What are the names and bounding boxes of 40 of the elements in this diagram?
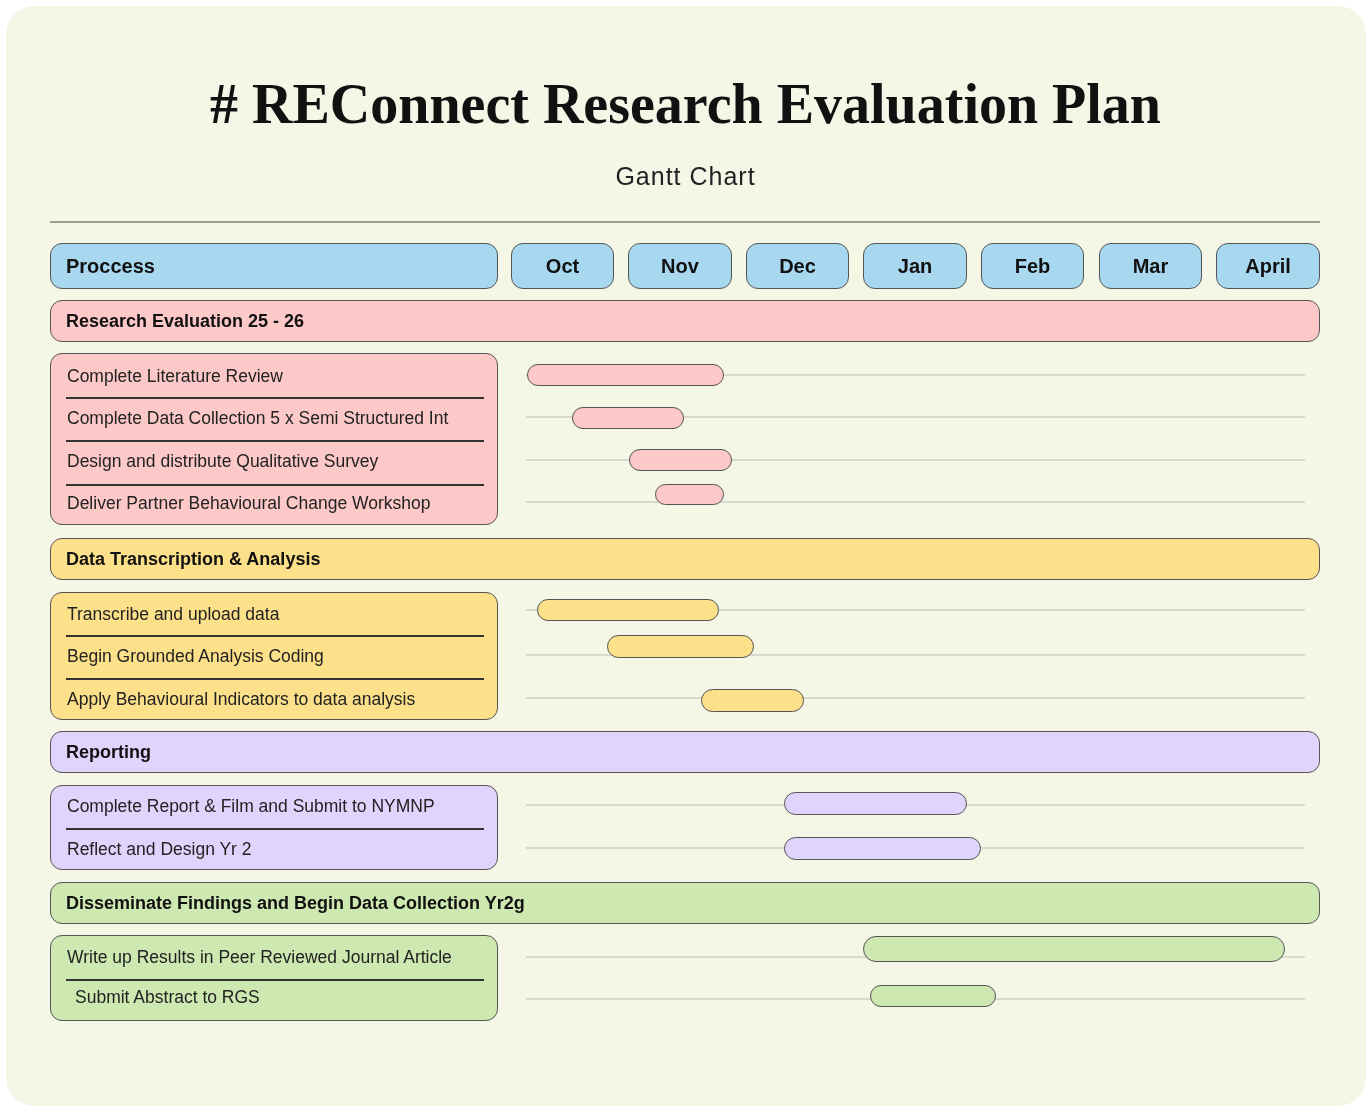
gantt-bar [629, 449, 732, 471]
task-label: Write up Results in Peer Reviewed Journal Article [67, 942, 452, 972]
section-header: Reporting [50, 731, 1320, 773]
gantt-bar [655, 484, 724, 505]
task-panel [50, 353, 498, 525]
gantt-bar [701, 689, 804, 712]
section-header: Disseminate Findings and Begin Data Collection Yr2g [50, 882, 1320, 924]
task-label: Transcribe and upload data [67, 599, 280, 629]
task-label: Reflect and Design Yr 2 [67, 834, 252, 864]
task-label: Apply Behavioural Indicators to data analysis [67, 684, 416, 714]
gantt-bar [607, 635, 754, 658]
gantt-bar [863, 936, 1285, 962]
task-panel [50, 785, 498, 870]
task-label: Submit Abstract to RGS [75, 982, 260, 1012]
column-header: Mar [1099, 243, 1202, 289]
column-header: Dec [746, 243, 849, 289]
task-label: Design and distribute Qualitative Survey [67, 446, 379, 476]
section-header: Research Evaluation 25 - 26 [50, 300, 1320, 342]
gantt-bar [784, 792, 967, 815]
task-label: Complete Literature Review [67, 361, 283, 391]
task-panel [50, 592, 498, 720]
task-label: Complete Report & Film and Submit to NYMNP [67, 791, 435, 821]
task-label: Complete Data Collection 5 x Semi Structured Int [67, 403, 449, 433]
column-header: Feb [981, 243, 1084, 289]
column-header: Nov [628, 243, 732, 289]
page-title: # REConnect Research Evaluation Plan [209, 72, 1162, 136]
chart-subtitle: Gantt Chart [614, 162, 757, 191]
column-header: April [1216, 243, 1320, 289]
section-header: Data Transcription & Analysis [50, 538, 1320, 580]
column-header: Proccess [50, 243, 498, 289]
gantt-bar [537, 599, 719, 621]
column-header: Jan [863, 243, 967, 289]
task-label: Begin Grounded Analysis Coding [67, 641, 324, 671]
gantt-bar [870, 985, 996, 1007]
gantt-bar [572, 407, 684, 429]
gantt-bar [527, 364, 724, 386]
task-label: Deliver Partner Behavioural Change Workshop [67, 488, 431, 518]
column-header: Oct [511, 243, 614, 289]
gantt-bar [784, 837, 981, 860]
task-panel [50, 935, 498, 1021]
